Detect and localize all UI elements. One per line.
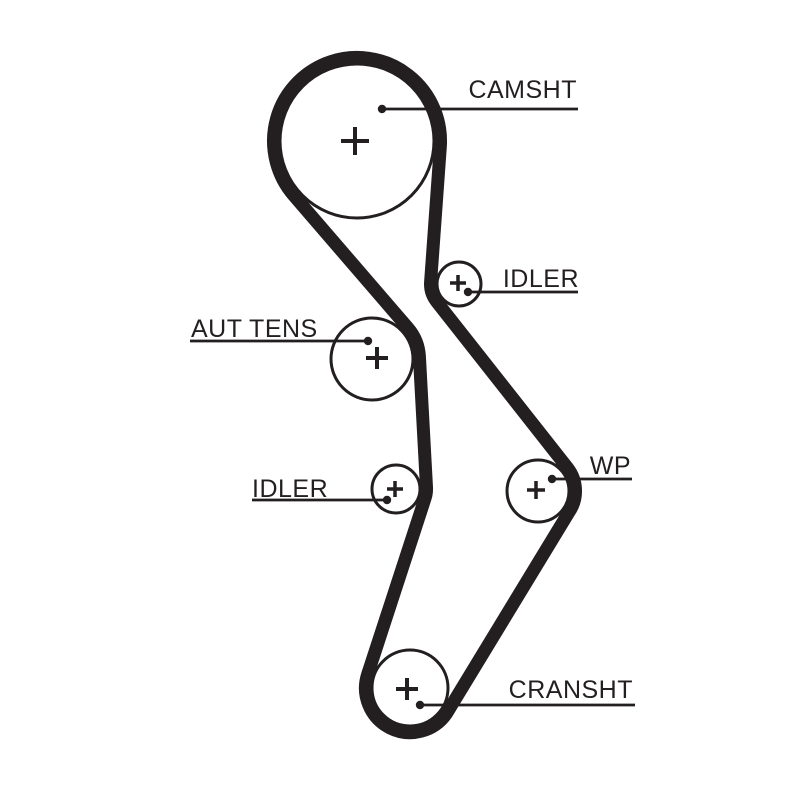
leader-lines <box>190 104 635 710</box>
idler-top-plus-icon <box>450 275 466 291</box>
timing-belt <box>267 51 583 740</box>
tensioner-label: AUT TENS <box>191 315 318 343</box>
water-pump-label: WP <box>590 452 631 480</box>
camshaft-label: CAMSHT <box>468 76 577 104</box>
water-pump-leader-dot <box>547 474 557 484</box>
idler-left-plus-icon <box>387 481 403 497</box>
center-marks <box>341 127 545 700</box>
camshaft-leader-dot <box>377 104 387 114</box>
crankshaft-leader-dot <box>415 700 425 710</box>
crankshaft-plus-icon <box>396 678 418 700</box>
idler-left-leader-dot <box>382 495 392 505</box>
idler-left-label: IDLER <box>252 475 328 503</box>
tensioner-leader-dot <box>363 336 373 346</box>
idler-top-label: IDLER <box>503 265 579 293</box>
idler-top-leader-dot <box>463 287 473 297</box>
crankshaft-label: CRANSHT <box>509 676 633 704</box>
labels: CAMSHT IDLER AUT TENS IDLER WP CRANSHT <box>191 76 633 704</box>
water-pump-plus-icon <box>527 481 545 499</box>
camshaft-plus-icon <box>341 127 369 155</box>
tensioner-plus-icon <box>366 347 388 369</box>
